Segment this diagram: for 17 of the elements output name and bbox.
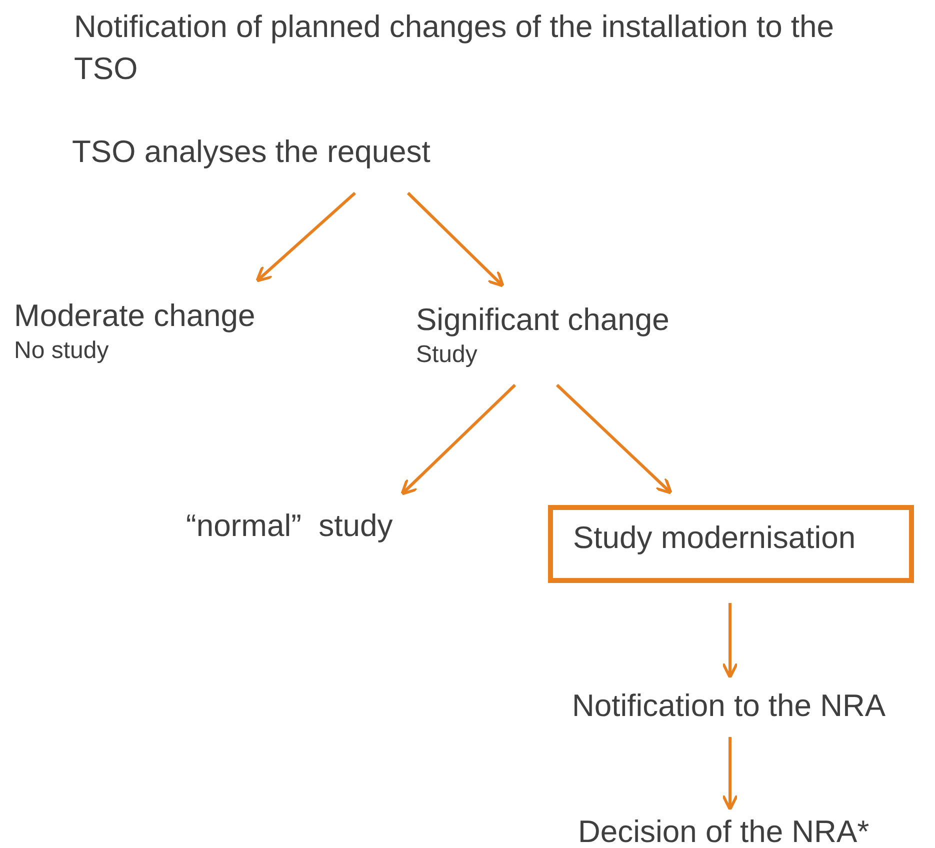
arrow xyxy=(722,603,738,679)
step-title: Notification to the NRA xyxy=(572,687,887,725)
heading-text: Notification of planned changes of the installation to the TSO xyxy=(74,8,836,88)
step-title: Significant change xyxy=(416,301,670,339)
step-title: Moderate change xyxy=(14,297,256,335)
step-note: No study xyxy=(14,336,110,366)
arrow xyxy=(400,384,516,496)
step-title: “normal” study xyxy=(186,507,394,545)
step-title: TSO analyses the request xyxy=(72,133,432,171)
arrow xyxy=(722,737,738,811)
arrow xyxy=(406,192,504,288)
step-title: Decision of the NRA* xyxy=(578,813,870,848)
arrow xyxy=(556,384,672,494)
step-title: Study modernisation xyxy=(573,519,857,557)
process-box xyxy=(548,505,914,583)
step-note: Study xyxy=(416,340,478,370)
arrow xyxy=(256,192,356,282)
